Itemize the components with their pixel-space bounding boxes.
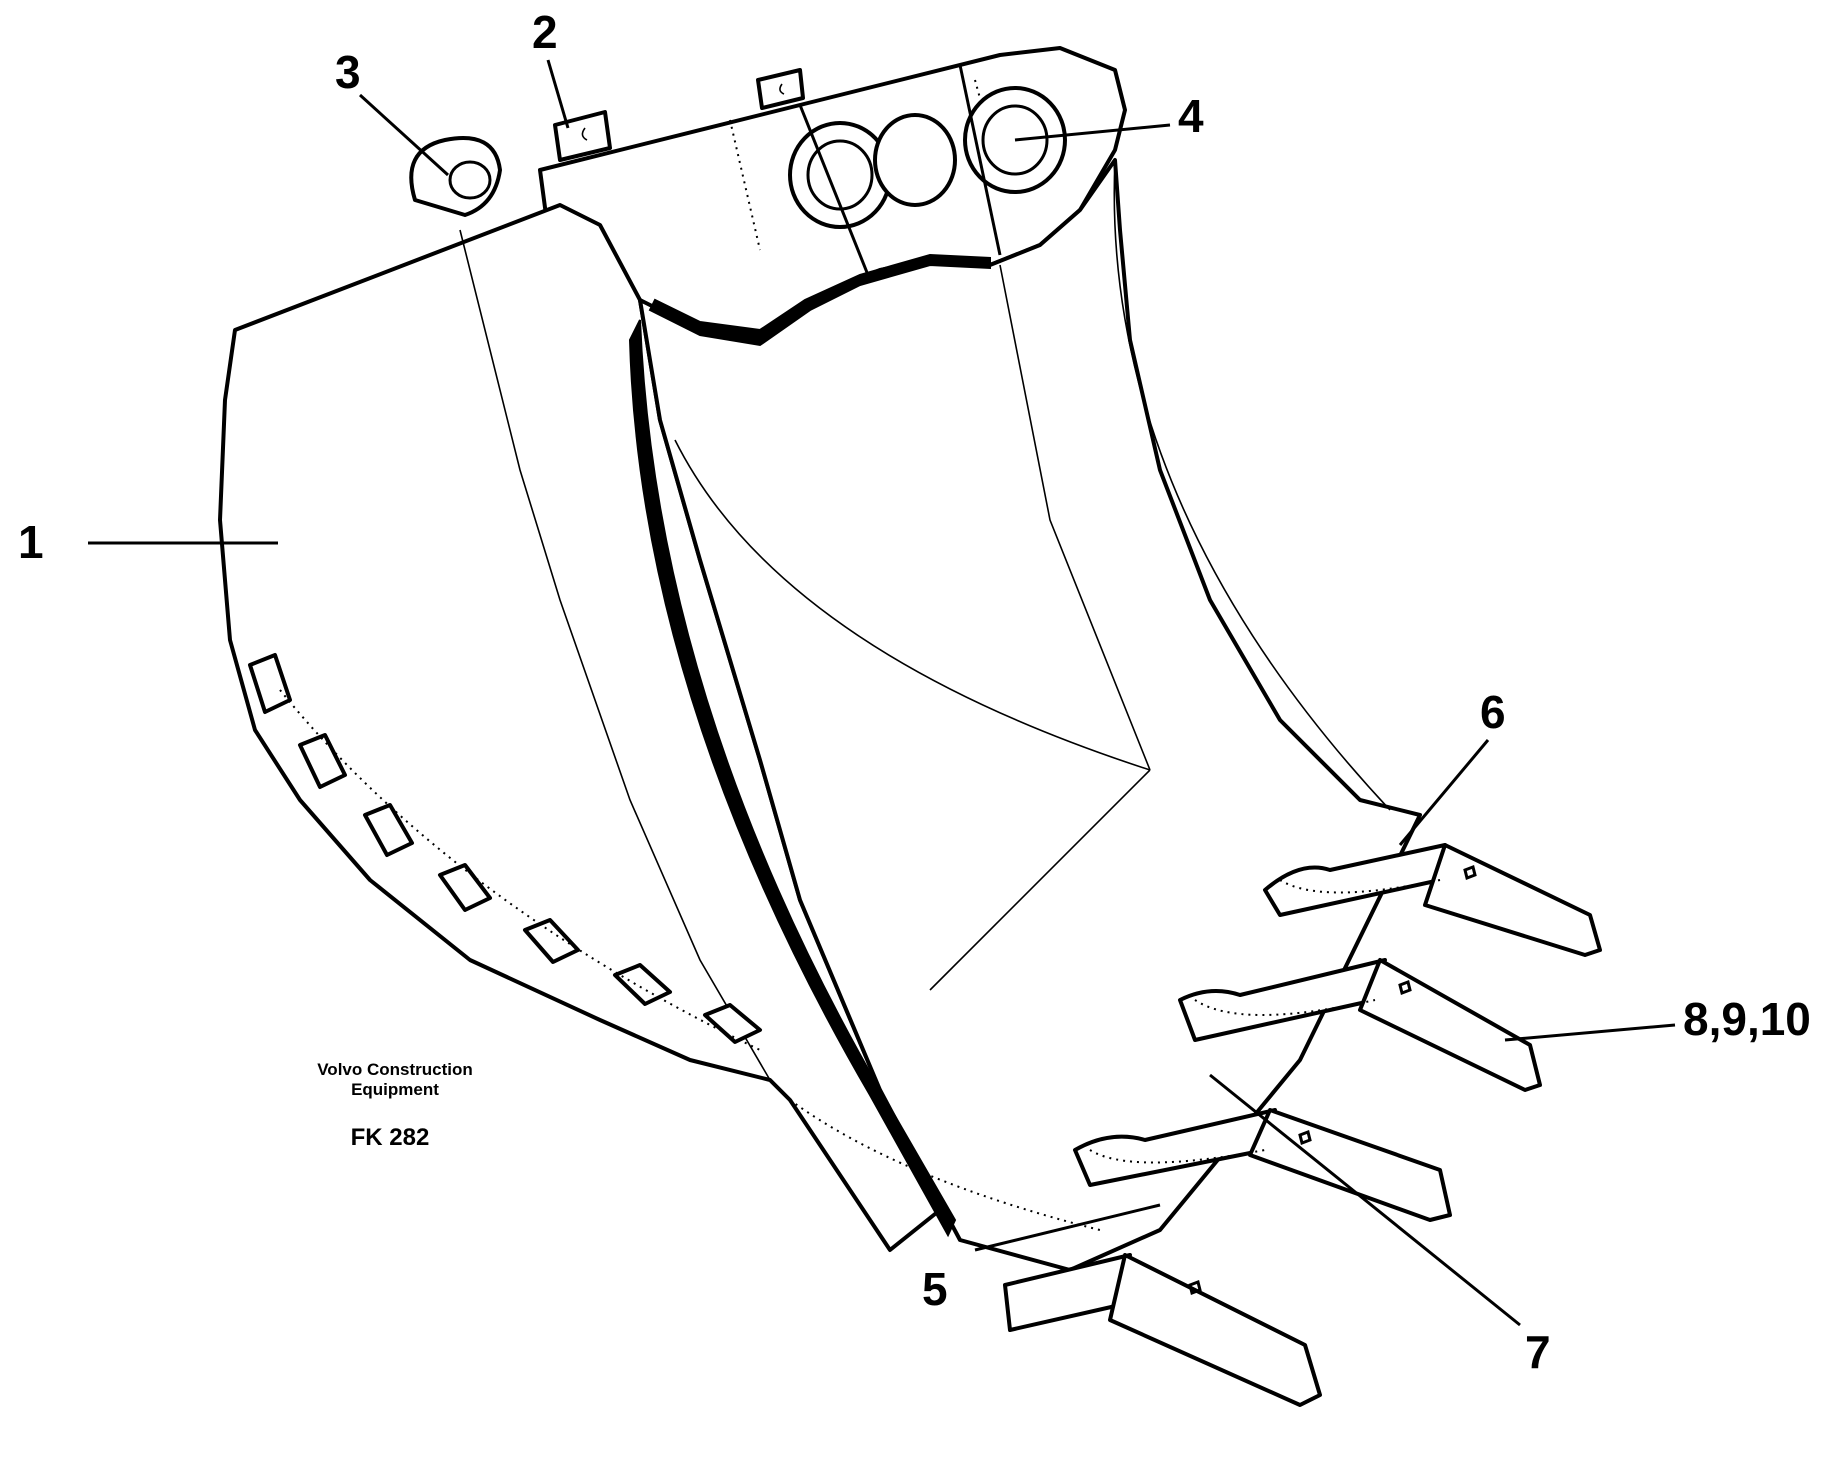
bowl-inner-edge (1113, 159, 1391, 811)
leader-5 (974, 1203, 1161, 1252)
grease-nipple-right (756, 68, 805, 110)
hinge-boss-left (788, 121, 892, 229)
bowl-rim (628, 319, 957, 1238)
caption-code: FK 282 (351, 1124, 430, 1151)
lip-weld (789, 1099, 1101, 1231)
tooth-3 (1248, 1108, 1452, 1222)
hinge-plate-line-2 (958, 64, 1002, 256)
side-weld (729, 119, 761, 251)
leader-3 (358, 93, 450, 177)
bowl-floor-line-3 (929, 769, 1151, 991)
leader-7 (1209, 1073, 1521, 1327)
bracket-shadow (648, 253, 991, 347)
callout-1: 1 (18, 516, 44, 568)
hinge-boss-middle (873, 113, 957, 207)
caption: Volvo Construction Equipment FK 282 (317, 1060, 473, 1151)
tooth-2 (1358, 958, 1542, 1092)
callout-5: 5 (922, 1263, 948, 1315)
caption-line-1: Volvo Construction (317, 1060, 473, 1079)
caption-line-2: Equipment (351, 1080, 439, 1099)
side-plate-edge (459, 229, 771, 1081)
leader-6 (1398, 739, 1490, 846)
tooth-pins (1188, 865, 1477, 1295)
grease-nipple-left (553, 110, 612, 162)
leader-2 (546, 59, 570, 129)
bucket-illustration (218, 46, 1602, 1407)
leader-4 (1014, 123, 1171, 142)
callout-4: 4 (1178, 90, 1204, 142)
callout-2: 2 (532, 6, 558, 58)
callout-8: 8,9,10 (1683, 993, 1811, 1045)
callout-7: 7 (1525, 1326, 1551, 1378)
callout-6: 6 (1480, 686, 1506, 738)
bowl-floor-line-2 (674, 439, 1151, 771)
bowl-floor-line-1 (999, 264, 1151, 771)
leader-lines (88, 59, 1676, 1327)
leader-8 (1504, 1023, 1676, 1042)
tooth-4 (1108, 1253, 1322, 1407)
tooth-1 (1423, 843, 1602, 957)
lifting-eye (409, 136, 502, 217)
callout-3: 3 (335, 46, 361, 98)
hinge-plate-line-1 (798, 104, 872, 281)
wear-strips (248, 653, 762, 1044)
callouts: 1 2 3 4 5 6 7 8,9,10 (18, 6, 1811, 1378)
